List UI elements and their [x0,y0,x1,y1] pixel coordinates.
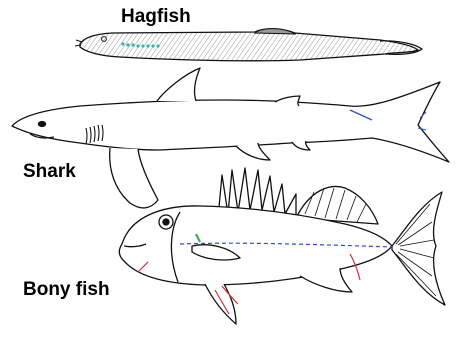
bony-fish-label: Bony fish [23,280,110,299]
hagfish-label: Hagfish [121,7,191,26]
bony-fish-drawing [119,168,445,324]
hagfish-dorsal-fin [255,29,296,34]
shark-eye [39,122,46,127]
shark-body [12,82,449,162]
bony-fish-pelvic-fin [205,284,236,324]
shark-pectoral-fin [110,148,158,208]
bony-fish-caudal-fin [392,192,445,305]
hagfish-body [80,29,418,61]
bony-fish-pupil [163,219,169,225]
shark-pelvic-fin [236,143,270,160]
shark-label: Shark [23,162,76,181]
shark-first-dorsal-fin [157,68,200,101]
hagfish-drawing [75,29,422,61]
